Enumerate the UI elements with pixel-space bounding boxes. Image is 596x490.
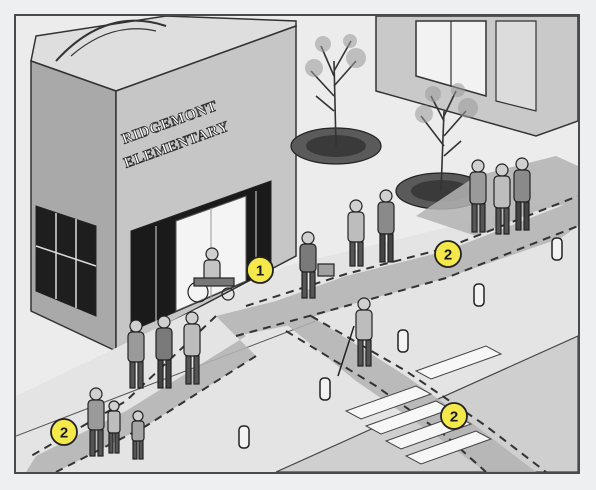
marker-2-left-label: 2 [60, 425, 68, 442]
marker-2-left: 2 [51, 419, 77, 445]
illustration-frame: RIDGEMONT ELEMENTARY [14, 14, 580, 474]
marker-2-upper-label: 2 [444, 247, 452, 264]
bollard [320, 378, 330, 400]
marker-2-upper: 2 [435, 241, 461, 267]
marker-1: 1 [247, 257, 273, 283]
bollard [474, 284, 484, 306]
school-entrance-illustration: RIDGEMONT ELEMENTARY [16, 16, 578, 472]
bollard [398, 330, 408, 352]
marker-1-label: 1 [256, 263, 264, 280]
marker-2-crosswalk-label: 2 [450, 409, 458, 426]
bollard [239, 426, 249, 448]
marker-2-crosswalk: 2 [441, 403, 467, 429]
bollard [552, 238, 562, 260]
